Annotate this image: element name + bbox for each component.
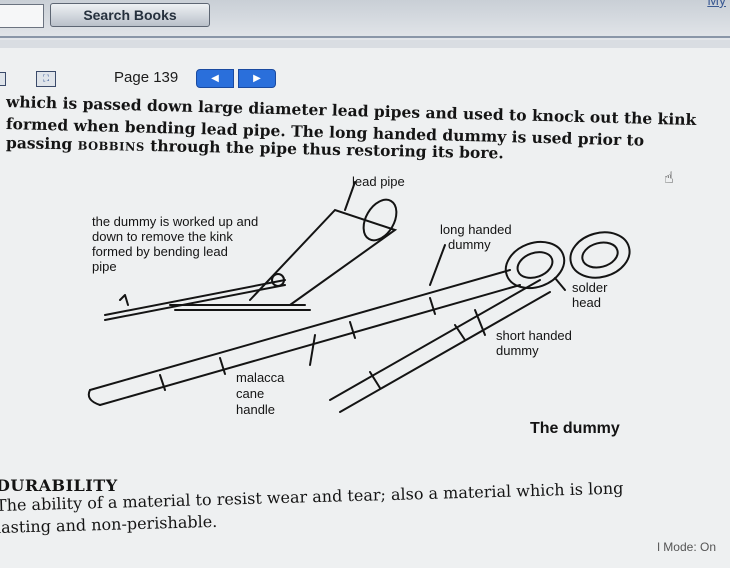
label-long-handed-dummy: dummy [448, 237, 491, 252]
label-short-handed-dummy: dummy [496, 343, 539, 358]
label-malacca-cane: cane [236, 386, 265, 401]
hand-cursor-icon: ☝ [664, 168, 674, 187]
page-navigation: ⛶ Page 139 ◀ ▶ [0, 68, 400, 88]
label-dummy-worked: down to remove the kink [92, 229, 233, 244]
label-malacca-cane: malacca [236, 370, 285, 385]
label-short-handed-dummy: short handed [496, 328, 572, 343]
page-number-label: Page 139 [114, 69, 179, 86]
sidebar-toggle-icon[interactable] [0, 72, 6, 86]
dummy-illustration [87, 181, 631, 413]
search-input[interactable] [0, 4, 44, 28]
top-toolbar: Search Books My [0, 0, 730, 40]
label-dummy-worked: the dummy is worked up and [92, 214, 259, 229]
label-dummy-worked: formed by bending lead [92, 244, 228, 259]
label-solder-head: solder [572, 280, 608, 295]
label-lead-pipe: lead pipe [352, 174, 405, 189]
glossary-heading: DURABILITY [0, 476, 118, 495]
label-malacca-cane: handle [236, 402, 276, 417]
my-library-link[interactable]: My [707, 0, 726, 8]
label-solder-head: head [572, 295, 601, 310]
figure-caption: The dummy [530, 420, 620, 437]
previous-page-button[interactable]: ◀ [196, 69, 234, 88]
book-page [0, 48, 730, 568]
search-books-button[interactable]: Search Books [50, 3, 210, 27]
fullscreen-icon[interactable]: ⛶ [36, 71, 56, 87]
next-page-button[interactable]: ▶ [238, 69, 276, 88]
label-dummy-worked: pipe [92, 259, 117, 274]
status-mode: l Mode: On [657, 540, 716, 554]
text-run: passing [5, 133, 78, 154]
small-caps-term: BOBBINS [77, 138, 145, 154]
toolbar-divider [0, 36, 730, 38]
label-long-handed-dummy: long handed [440, 222, 512, 237]
